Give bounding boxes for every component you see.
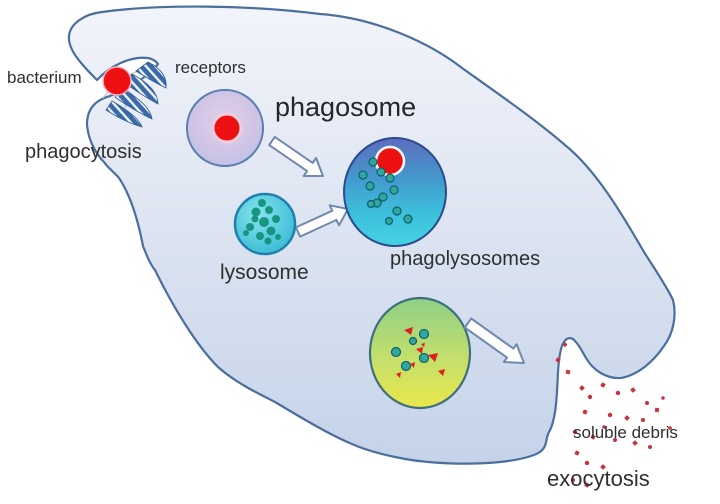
phagolysosome-enzyme-dots-icon bbox=[358, 157, 413, 226]
residual-body-enzyme-dots-icon bbox=[390, 328, 430, 372]
lysosome-label: lysosome bbox=[220, 261, 309, 284]
arrow-residual-to-exocytosis-icon bbox=[463, 317, 525, 364]
phagolysosomes-label: phagolysosomes bbox=[390, 248, 541, 270]
lysosome-enzymes-icon bbox=[243, 199, 281, 245]
phagocytosis-label: phagocytosis bbox=[25, 141, 142, 163]
arrow-lysosome-to-phagolysosome-icon bbox=[294, 204, 349, 238]
soluble-debris-label: soluble debris bbox=[573, 423, 678, 442]
exocytosis-label: exocytosis bbox=[547, 466, 650, 491]
receptor-flaps-icon bbox=[105, 61, 167, 128]
receptors-label: receptors bbox=[175, 58, 246, 77]
residual-body-icon bbox=[368, 296, 472, 410]
phagosome-bacterium-icon bbox=[211, 112, 243, 144]
bacterium-icon bbox=[102, 66, 132, 96]
soluble-debris-particles-icon bbox=[555, 342, 672, 488]
arrow-phagosome-to-phagolysosome-icon bbox=[268, 135, 324, 177]
bacterium-label: bacterium bbox=[7, 68, 82, 87]
phagosome-label: phagosome bbox=[275, 92, 417, 122]
residual-body-debris-fragments-icon bbox=[396, 327, 445, 378]
